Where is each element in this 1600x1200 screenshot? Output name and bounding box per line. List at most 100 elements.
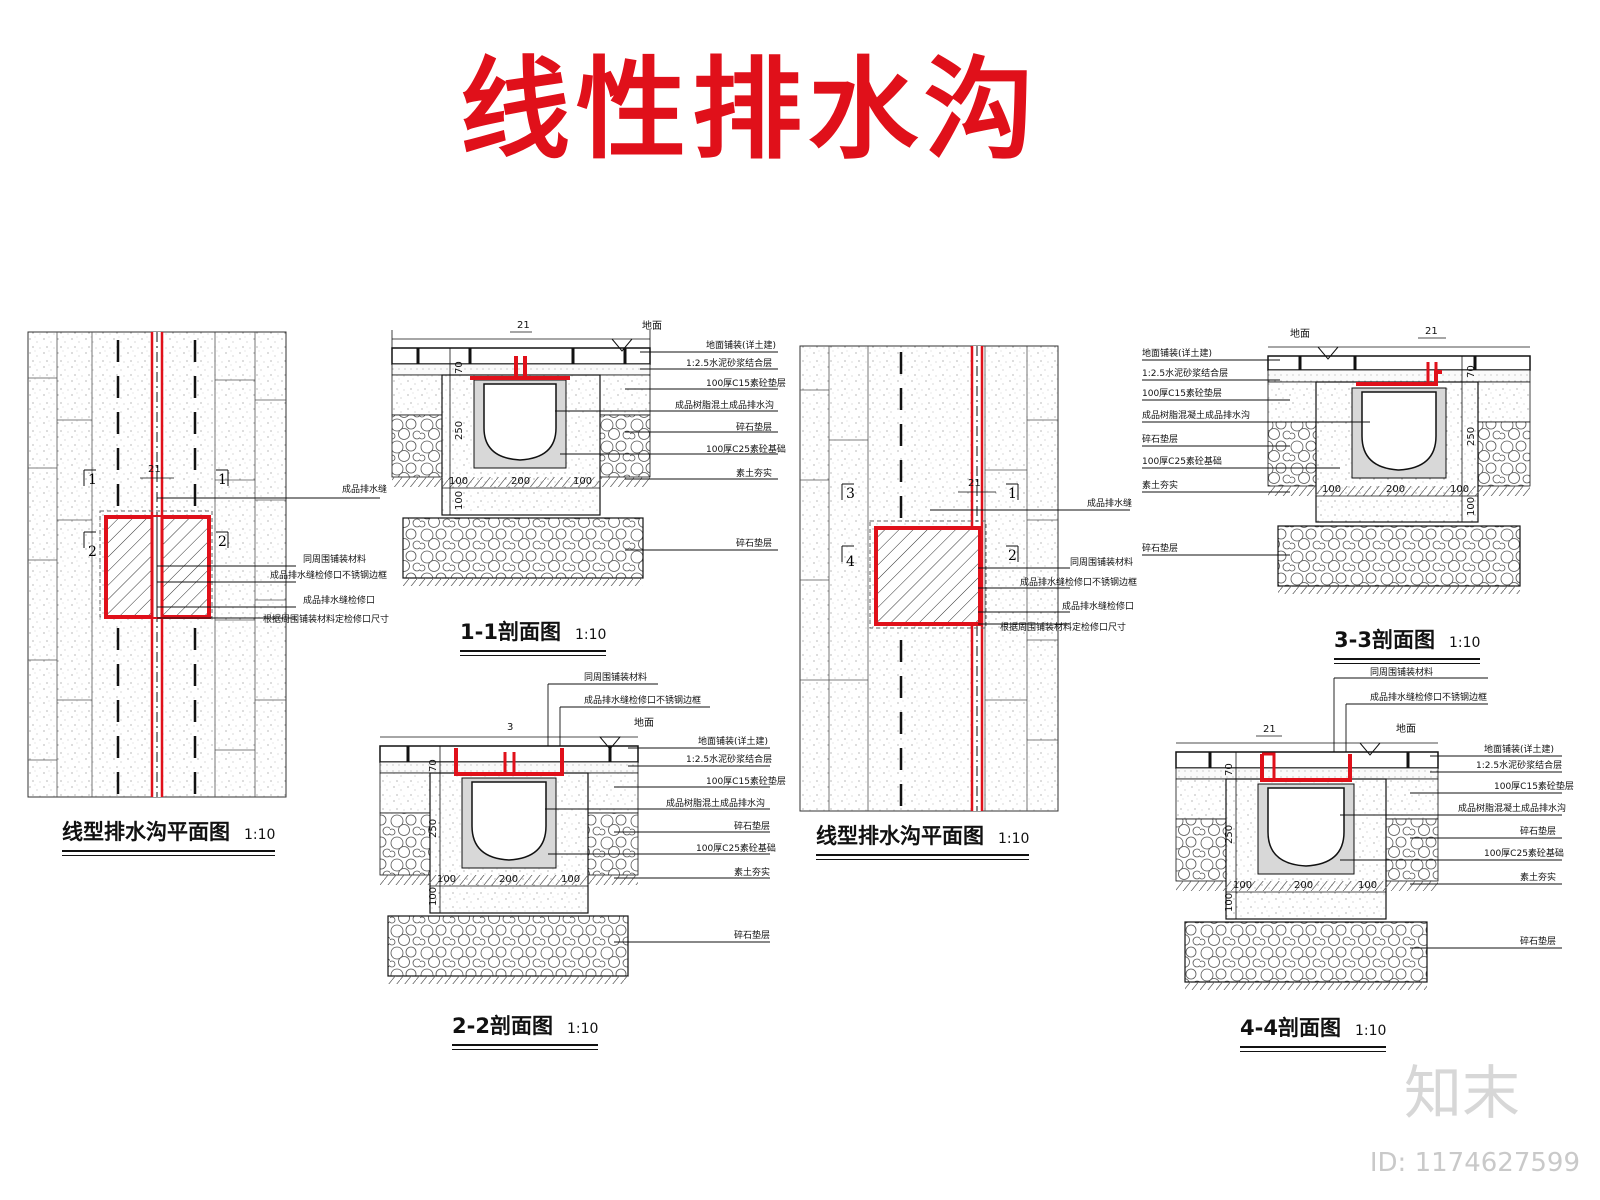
caption-section-1-name: 1-1剖面图 (460, 620, 561, 644)
watermark-id: ID: 1174627599 (1369, 1148, 1580, 1178)
section3-label-7: 碎石垫层 (1142, 542, 1178, 554)
section1-label-2: 100厚C15素砼垫层 (706, 377, 786, 389)
caption-plan-2-name: 线型排水沟平面图 (816, 824, 984, 848)
section1-d250: 250 (454, 421, 465, 440)
plan1-gap-dim: 21 (148, 464, 161, 475)
section1-label-6: 素土夯实 (736, 467, 772, 479)
section4-top-label-1: 成品排水缝检修口不锈钢边框 (1370, 691, 1487, 703)
caption-plan-2-scale: 1:10 (998, 831, 1030, 847)
section2-label-0: 地面铺装(详土建) (698, 735, 768, 747)
watermark-logo: 知末 (1403, 1059, 1520, 1127)
section3-label-0: 地面铺装(详土建) (1142, 347, 1212, 359)
section1-gap: 21 (517, 320, 530, 331)
plan1-label-4: 根据周围铺装材料定检修口尺寸 (263, 613, 389, 625)
caption-section-3-name: 3-3剖面图 (1334, 628, 1435, 652)
caption-plan-1-scale: 1:10 (244, 827, 276, 843)
section4-label-4: 碎石垫层 (1520, 825, 1556, 837)
section4-d250: 250 (1224, 825, 1235, 844)
section3-label-1: 1:2.5水泥砂浆结合层 (1142, 367, 1228, 379)
caption-plan-1-name: 线型排水沟平面图 (62, 820, 230, 844)
section2-d70: 70 (428, 759, 439, 772)
section3-gap: 21 (1425, 326, 1438, 337)
section2-gap: 3 (507, 722, 513, 733)
plan1-mark-c: 2 (88, 544, 97, 560)
caption-section-3-scale: 1:10 (1448, 635, 1481, 651)
section1-label-0: 地面铺装(详土建) (706, 339, 776, 351)
section1-d100b: 100 (573, 476, 592, 487)
section-1-1: 地面 21 70 250 100 100 200 100 地面铺装(详土建) (391, 319, 786, 586)
section3-d100c: 100 (1466, 497, 1477, 516)
section4-label-1: 1:2.5水泥砂浆结合层 (1476, 759, 1562, 771)
section2-label-7: 碎石垫层 (734, 929, 770, 941)
section1-label-4: 碎石垫层 (736, 421, 772, 433)
section-3-3: 地面 21 70 250 100 100 200 100 地面铺装(详土建) (1142, 326, 1531, 594)
caption-section-3: 3-3剖面图 1:10 (1334, 624, 1481, 664)
section2-label-4: 碎石垫层 (734, 820, 770, 832)
section2-d200: 200 (499, 874, 518, 885)
section4-d100b: 100 (1358, 880, 1377, 891)
section1-ground: 地面 (642, 319, 662, 332)
section4-d70: 70 (1224, 763, 1235, 776)
section2-ground: 地面 (634, 716, 654, 729)
plan2-mark-c: 4 (846, 554, 855, 570)
section4-top-label-0: 同周围铺装材料 (1370, 666, 1433, 678)
section4-label-2: 100厚C15素砼垫层 (1494, 780, 1574, 792)
section4-d100a: 100 (1233, 880, 1252, 891)
section4-label-5: 100厚C25素砼基础 (1484, 847, 1564, 859)
plan2-label-0: 成品排水缝 (1087, 497, 1132, 509)
plan1-mark-a: 1 (88, 472, 97, 488)
plan2-label-4: 根据周围铺装材料定检修口尺寸 (1000, 621, 1126, 633)
section1-label-5: 100厚C25素砼基础 (706, 443, 786, 455)
section1-label-3: 成品树脂混土成品排水沟 (675, 399, 774, 411)
section3-label-5: 100厚C25素砼基础 (1142, 455, 1222, 467)
section4-label-0: 地面铺装(详土建) (1484, 743, 1554, 755)
plan2-label-3: 成品排水缝检修口 (1062, 600, 1134, 612)
section4-label-7: 碎石垫层 (1520, 935, 1556, 947)
section3-label-2: 100厚C15素砼垫层 (1142, 387, 1222, 399)
section3-d70: 70 (1466, 365, 1477, 378)
section4-gap: 21 (1263, 724, 1276, 735)
plan2-mark-a: 3 (846, 486, 855, 502)
caption-plan-1: 线型排水沟平面图 1:10 (62, 816, 276, 856)
section4-ground: 地面 (1396, 722, 1416, 735)
section1-label-1: 1:2.5水泥砂浆结合层 (686, 357, 772, 369)
section1-d100a: 100 (449, 476, 468, 487)
section1-d100c: 100 (454, 491, 465, 510)
section2-d100c: 100 (428, 887, 439, 906)
section3-label-4: 碎石垫层 (1142, 433, 1178, 445)
section1-label-7: 碎石垫层 (736, 537, 772, 549)
section1-d70: 70 (454, 361, 465, 374)
plan1-label-2: 成品排水缝检修口不锈钢边框 (270, 569, 387, 581)
section4-label-3: 成品树脂混凝土成品排水沟 (1458, 802, 1566, 814)
caption-section-4-scale: 1:10 (1354, 1023, 1387, 1039)
section-2-2: 地面 3 70 250 100 100 200 100 (379, 671, 786, 984)
section4-d100c: 100 (1224, 893, 1235, 912)
section3-d200: 200 (1386, 484, 1405, 495)
section-4-4: 地面 21 70 250 100 100 200 100 (1175, 666, 1574, 990)
caption-plan-2: 线型排水沟平面图 1:10 (816, 820, 1030, 860)
section4-label-6: 素土夯实 (1520, 871, 1556, 883)
plan2-label-2: 成品排水缝检修口不锈钢边框 (1020, 576, 1137, 588)
plan1-mark-b: 1 (218, 472, 227, 488)
plan1-label-3: 成品排水缝检修口 (303, 594, 375, 606)
caption-section-1-scale: 1:10 (574, 627, 607, 643)
section3-d250: 250 (1466, 427, 1477, 446)
section3-label-3: 成品树脂混凝土成品排水沟 (1142, 409, 1250, 421)
section2-label-5: 100厚C25素砼基础 (696, 842, 776, 854)
section2-d100b: 100 (561, 874, 580, 885)
plan2-gap-dim: 21 (968, 478, 981, 489)
plan2-mark-d: 2 (1008, 548, 1017, 564)
section3-d100a: 100 (1322, 484, 1341, 495)
section2-d100a: 100 (437, 874, 456, 885)
caption-section-4: 4-4剖面图 1:10 (1240, 1012, 1387, 1052)
section1-d200: 200 (511, 476, 530, 487)
section2-top-label-0: 同周围铺装材料 (584, 671, 647, 683)
section2-label-6: 素土夯实 (734, 866, 770, 878)
plan2-label-1: 同周围铺装材料 (1070, 556, 1133, 568)
plan2-mark-b: 1 (1008, 486, 1017, 502)
plan-view-2: 3 1 4 2 21 成品排水缝 同周围铺装材料 成品排水缝检修口不锈钢边框 成… (799, 345, 1137, 812)
caption-section-4-name: 4-4剖面图 (1240, 1016, 1341, 1040)
section2-label-3: 成品树脂混土成品排水沟 (666, 797, 765, 809)
